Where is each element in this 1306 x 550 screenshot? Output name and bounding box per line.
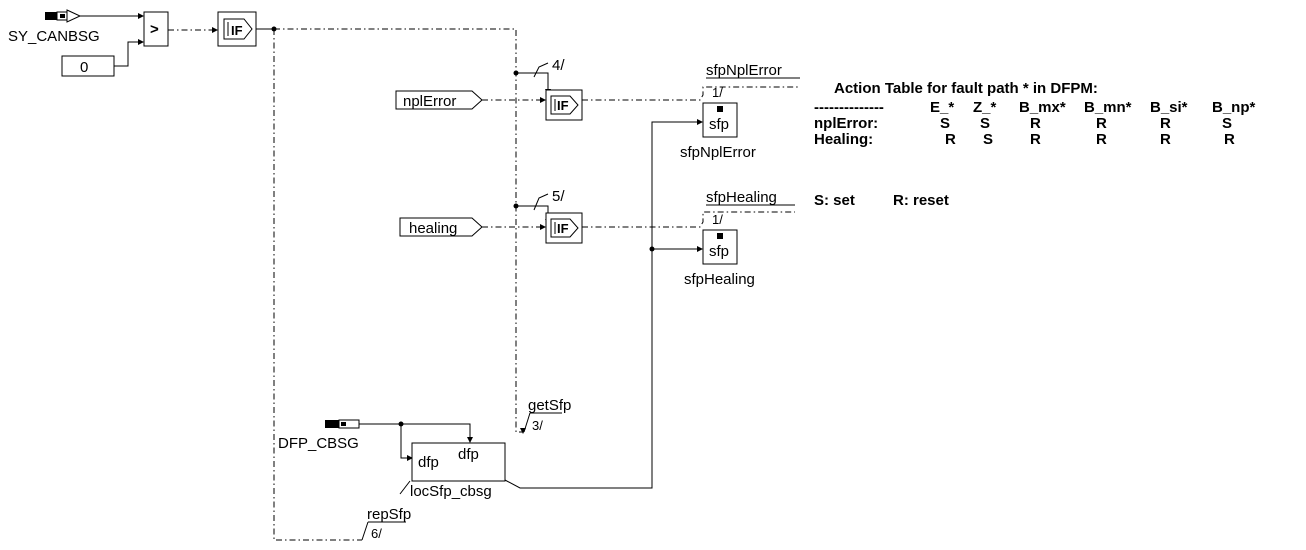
npl-error-input[interactable]: nplError — [395, 90, 483, 110]
row-healing-b-mx: R — [1030, 131, 1041, 148]
sy-canbsg-input[interactable]: SY_CANBSG — [8, 9, 100, 45]
if-block-main[interactable]: IF — [217, 11, 257, 47]
if-label-healing: IF — [557, 221, 569, 236]
greater-than-block[interactable]: > — [143, 11, 169, 47]
dfp-port-in-label: dfp — [418, 454, 439, 471]
loc-sfp-cbsg-name: locSfp_cbsg — [410, 483, 492, 500]
col-e: E_* — [930, 99, 954, 116]
row-healing-b-np: R — [1224, 131, 1235, 148]
row-npl-error-b-si: R — [1160, 115, 1171, 132]
legend-reset: R: reset — [893, 192, 949, 209]
sfp-healing-header-label: sfpHealing — [706, 189, 777, 206]
action-table: Action Table for fault path * in DFPM: -… — [814, 80, 1256, 209]
row-healing-label: Healing: — [814, 131, 873, 148]
seq-1b-label: 1/ — [712, 212, 723, 227]
sfp-healing-block[interactable]: sfp — [702, 229, 738, 265]
healing-input[interactable]: healing — [399, 217, 483, 237]
action-table-dashes: -------------- — [814, 99, 884, 116]
row-npl-error-z: S — [980, 115, 990, 132]
if-label-main: IF — [231, 23, 243, 38]
col-b-mn: B_mn* — [1084, 99, 1132, 116]
col-b-si: B_si* — [1150, 99, 1188, 116]
row-healing-z: S — [983, 131, 993, 148]
row-npl-error-label: nplError: — [814, 115, 878, 132]
dfp-port-out-label: dfp — [458, 446, 479, 463]
dfp-cbsg-input[interactable]: DFP_CBSG — [278, 419, 360, 452]
row-healing-b-mn: R — [1096, 131, 1107, 148]
col-z: Z_* — [973, 99, 997, 116]
seq-3-label: 3/ — [532, 418, 543, 433]
row-npl-error-e: S — [940, 115, 950, 132]
row-healing-b-si: R — [1160, 131, 1171, 148]
loc-sfp-cbsg-block[interactable]: dfp dfp — [411, 442, 506, 482]
sy-canbsg-label: SY_CANBSG — [8, 28, 100, 45]
seq-4-label: 4/ — [552, 57, 565, 74]
sfp-healing-name: sfpHealing — [684, 271, 755, 288]
seq-6-label: 6/ — [371, 526, 382, 541]
constant-zero-block[interactable]: 0 — [61, 55, 115, 77]
if-block-npl-error[interactable]: IF — [545, 89, 583, 121]
row-npl-error-b-np: S — [1222, 115, 1232, 132]
rep-sfp-label: repSfp — [367, 506, 411, 523]
sfp-npl-error-block[interactable]: sfp — [702, 102, 738, 138]
sfp-port-label-1: sfp — [709, 116, 729, 133]
compare-operator: > — [150, 21, 159, 38]
sfp-npl-error-header-label: sfpNplError — [706, 62, 782, 79]
row-npl-error-b-mn: R — [1096, 115, 1107, 132]
seq-1a-label: 1/ — [712, 85, 723, 100]
row-npl-error-b-mx: R — [1030, 115, 1041, 132]
healing-input-label: healing — [409, 220, 457, 237]
action-table-title: Action Table for fault path * in DFPM: — [834, 80, 1098, 97]
if-label-npl-error: IF — [557, 98, 569, 113]
row-healing-e: R — [945, 131, 956, 148]
if-block-healing[interactable]: IF — [545, 212, 583, 244]
legend-set: S: set — [814, 192, 855, 209]
dfp-cbsg-label: DFP_CBSG — [278, 435, 359, 452]
seq-5-label: 5/ — [552, 188, 565, 205]
constant-zero-value: 0 — [80, 59, 88, 76]
sfp-port-label-2: sfp — [709, 243, 729, 260]
sfp-npl-error-name: sfpNplError — [680, 144, 756, 161]
col-b-mx: B_mx* — [1019, 99, 1066, 116]
col-b-np: B_np* — [1212, 99, 1256, 116]
npl-error-input-label: nplError — [403, 93, 456, 110]
get-sfp-label: getSfp — [528, 397, 571, 414]
